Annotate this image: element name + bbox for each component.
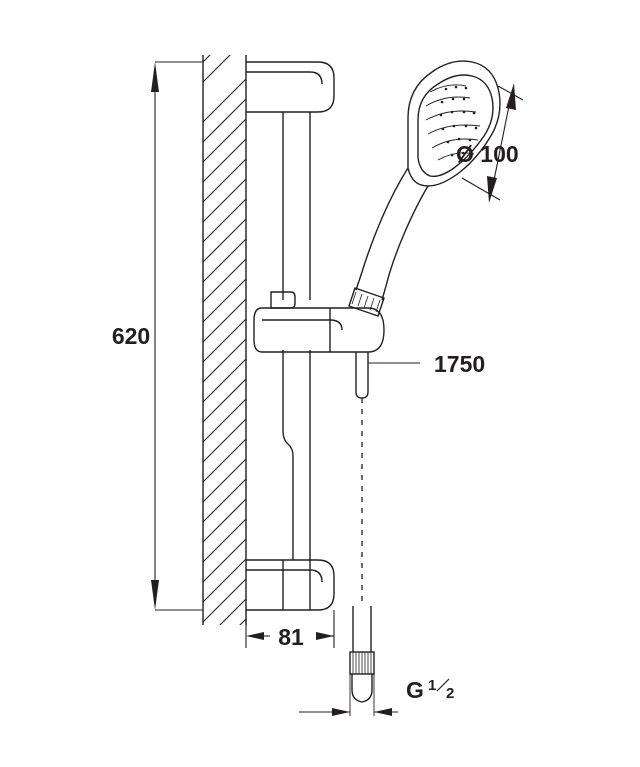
ext-line-d100-bottom [461, 177, 501, 201]
dim-line-d100 [491, 95, 512, 191]
dimension-label-620: 620 [112, 323, 150, 349]
knurl-lines-handle [351, 291, 381, 313]
dimension-label-81: 81 [278, 624, 304, 650]
dimension-label-1750: 1750 [434, 351, 485, 377]
handle-connector-knurl [348, 287, 385, 317]
rail-left-lower [282, 429, 294, 560]
dimension-620 [151, 61, 203, 611]
handle-left-edge [355, 167, 409, 291]
dimension-label-thread-numerator: 1 [428, 677, 436, 694]
dimension-thread [299, 674, 398, 716]
bottom-bracket-outline [246, 559, 335, 611]
handle-right-edge [381, 185, 429, 301]
slider-adjust-knob [270, 291, 296, 309]
dimension-label-thread-denominator: 2 [446, 685, 454, 702]
arrow-620-top [151, 62, 159, 92]
dimension-81 [245, 610, 335, 648]
arrow-620-bottom [151, 580, 159, 610]
slider-inner-curve [329, 319, 343, 331]
arrow-d100-bottom [487, 176, 497, 203]
knurl-lines-nut [352, 652, 372, 674]
hand-shower-head-outline [407, 60, 501, 187]
slider-holder-body [253, 307, 385, 353]
fraction-slash [436, 678, 450, 692]
arrow-81-left [246, 632, 264, 640]
arrow-81-right [316, 632, 334, 640]
dimension-label-thread: G [406, 677, 424, 703]
shower-rail-assembly [246, 60, 501, 703]
top-bracket-inner-curve [309, 71, 323, 85]
arrow-d100-top [506, 83, 516, 110]
spray-nozzles [439, 85, 478, 157]
wall-hatching [202, 55, 247, 625]
arrow-thread-right [374, 708, 392, 716]
arrow-thread-left [332, 708, 350, 716]
spray-face-detail [425, 84, 481, 161]
hose-end-connector [351, 674, 373, 703]
top-bracket-outline [246, 61, 335, 113]
dimension-label-diameter-100: Ø 100 [456, 141, 519, 167]
bottom-bracket-inner-curve [309, 569, 323, 583]
hose-outlet-nipple [355, 352, 369, 399]
dimension-diameter-100 [461, 83, 524, 203]
hand-shower-face-outline [417, 74, 494, 178]
ext-line-d100-top [497, 85, 524, 101]
